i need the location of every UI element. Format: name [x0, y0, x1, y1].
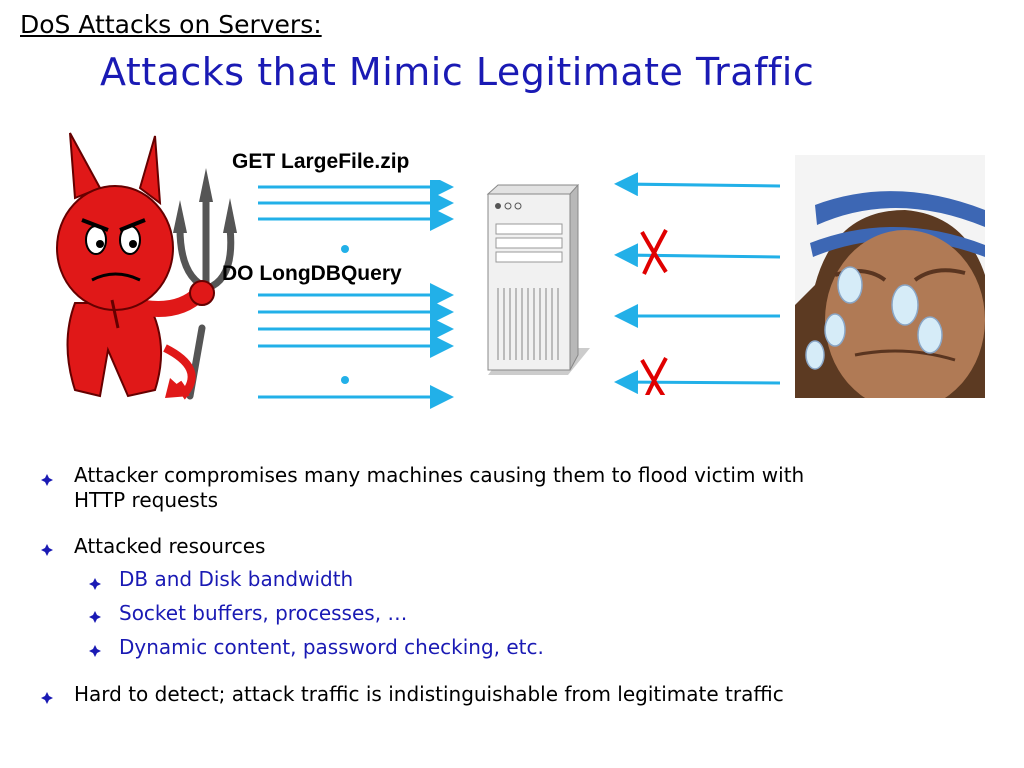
- diamond-bullet-icon: [89, 578, 101, 590]
- attack-arrows: [258, 180, 454, 409]
- request-label-get: GET LargeFile.zip: [232, 150, 410, 173]
- ellipsis-dot: [341, 245, 349, 253]
- devil-attacker-icon: [56, 132, 237, 400]
- sub-bullet-dynamic: Dynamic content, password checking, etc.: [119, 635, 544, 659]
- legitimate-arrows: [614, 172, 781, 395]
- legit-arrow: [614, 172, 781, 197]
- diamond-bullet-icon: [41, 692, 53, 704]
- blocked-mark: [640, 357, 668, 395]
- bullet-attacked-resources: Attacked resources: [74, 534, 266, 558]
- slide-title: Attacks that Mimic Legitimate Traffic: [100, 50, 815, 94]
- sub-bullet-socket: Socket buffers, processes, …: [119, 601, 408, 625]
- crying-user-photo-icon: [795, 155, 985, 398]
- diamond-bullet-icon: [41, 474, 53, 486]
- legit-arrow: [614, 370, 781, 395]
- bullet-attacker: Attacker compromises many machines causi…: [74, 463, 805, 487]
- slide-topic: DoS Attacks on Servers:: [20, 10, 322, 39]
- ellipsis-dot: [341, 376, 349, 384]
- server-icon: [486, 184, 590, 375]
- blocked-mark: [640, 229, 668, 275]
- diamond-bullet-icon: [41, 544, 53, 556]
- request-label-db-query: DO LongDBQuery: [222, 262, 402, 285]
- legit-arrow: [614, 243, 781, 268]
- diamond-bullet-icon: [89, 645, 101, 657]
- diamond-bullet-icon: [89, 611, 101, 623]
- sub-bullet-db-disk: DB and Disk bandwidth: [119, 567, 354, 591]
- bullet-attacker-cont: HTTP requests: [74, 488, 218, 512]
- bullet-hard-to-detect: Hard to detect; attack traffic is indist…: [74, 682, 784, 706]
